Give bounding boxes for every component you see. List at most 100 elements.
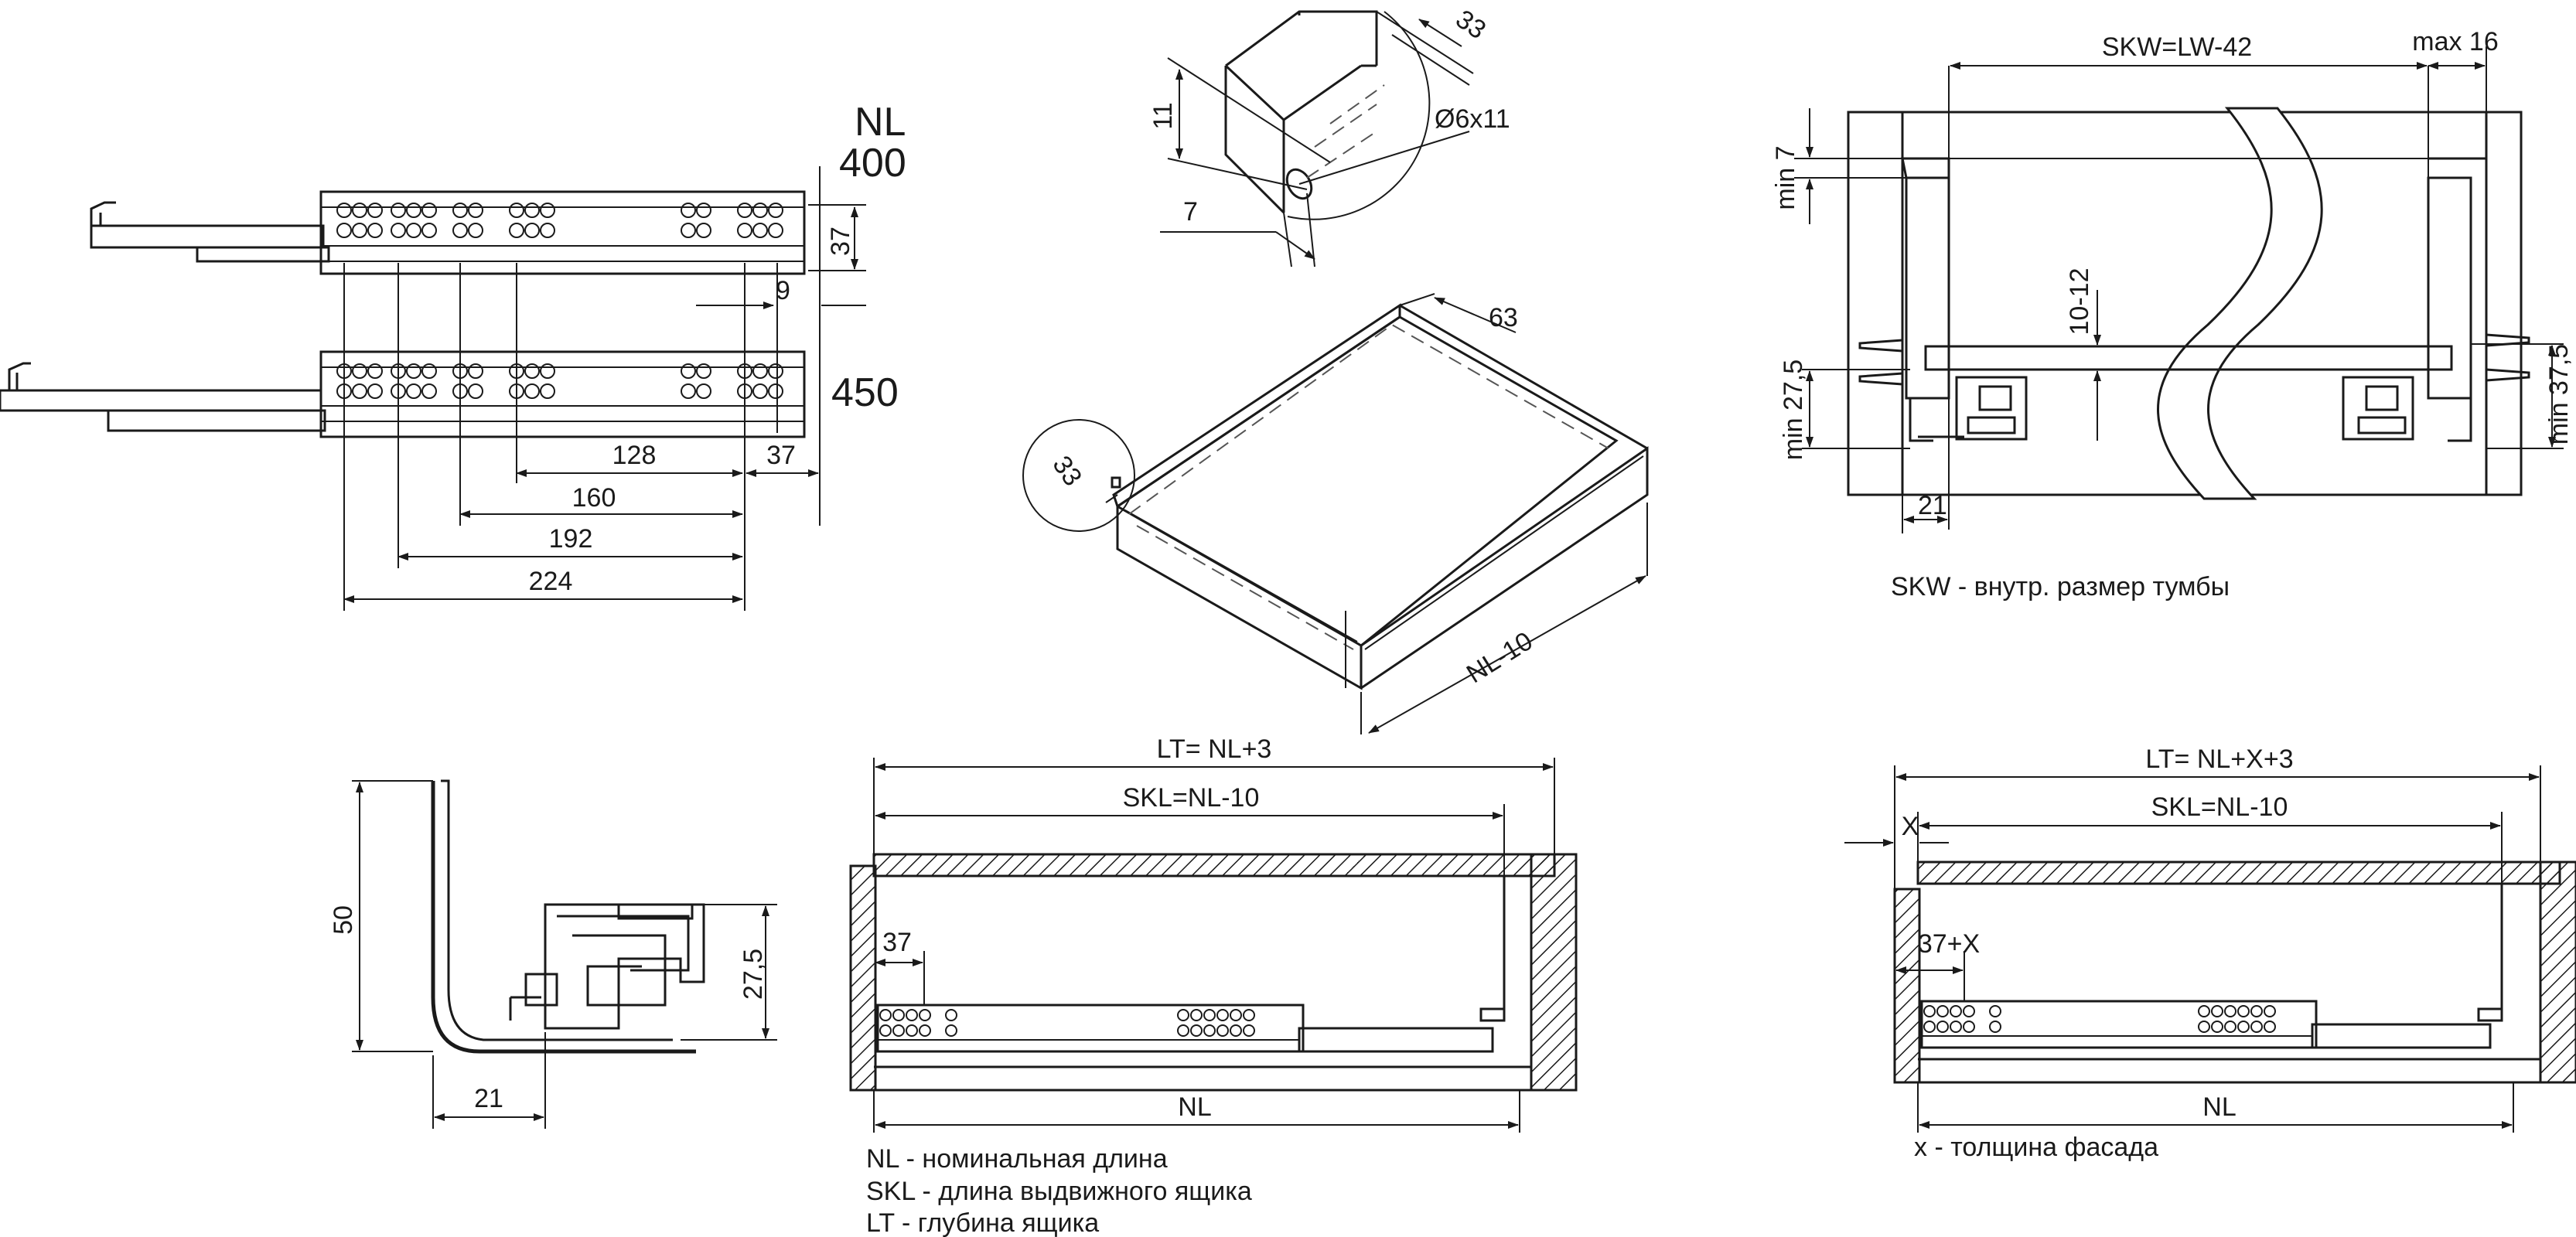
mounting-hole [406,363,421,379]
mounting-hole [768,363,783,379]
mounting-hole [1963,1005,1975,1017]
lt-a: LT= NL+3 [1157,734,1272,764]
section-b: LT= NL+X+3 SKL=NL-10 X 37+X NL x - толщи… [1844,745,2576,1162]
screw-icon [1858,339,1904,353]
mounting-hole [524,363,540,379]
mounting-hole [367,383,383,399]
mounting-hole [2264,1005,2276,1017]
dim-37-side: 37 [766,441,796,470]
mounting-hole [468,203,483,218]
mounting-hole [468,363,483,379]
mounting-hole [879,1024,892,1037]
min-7-label: min 7 [1771,145,1800,210]
mounting-hole [1177,1024,1189,1037]
mounting-hole [421,383,437,399]
dim-33-detail: 33 [1450,4,1491,45]
min-27-5-label: min 27,5 [1779,360,1808,460]
mounting-hole [892,1024,905,1037]
mounting-hole [336,223,352,238]
mounting-hole [336,203,352,218]
mounting-hole [1950,1021,1962,1033]
mounting-hole [1936,1021,1949,1033]
section-a: LT= NL+3 SKL=NL-10 37 NL [849,734,1578,1133]
mounting-hole [681,363,696,379]
mounting-hole [509,223,524,238]
dim-192: 192 [549,524,593,554]
mounting-hole [768,383,783,399]
mounting-hole [540,383,555,399]
dim-33-circle: 33 [1046,451,1087,492]
mounting-hole [892,1009,905,1021]
mounting-hole [1216,1009,1229,1021]
lt-b: LT= NL+X+3 [2145,745,2293,774]
mounting-hole [945,1024,957,1037]
mounting-hole [367,203,383,218]
dim-11: 11 [1148,102,1178,129]
dim-21-cabinet: 21 [1918,491,1947,520]
mounting-hole [421,223,437,238]
mounting-hole [2211,1021,2223,1033]
dim-nl-minus-10: NL-10 [1462,626,1538,689]
mounting-hole [1203,1024,1216,1037]
mounting-hole [540,363,555,379]
legend: NL - номинальная длина SKL - длина выдви… [866,1144,1252,1237]
dim-63: 63 [1489,303,1518,332]
mounting-hole [524,383,540,399]
mounting-hole [945,1009,957,1021]
mounting-hole [919,1009,931,1021]
mounting-hole [1936,1005,1949,1017]
dim-224: 224 [529,567,573,596]
screw-icon [2485,333,2530,347]
lt-definition: LT - глубина ящика [866,1208,1099,1237]
mounting-hole [737,223,752,238]
mounting-hole [1963,1021,1975,1033]
dim-128: 128 [612,441,657,470]
dim-27-5-profile: 27,5 [739,949,768,1000]
range-10-12-label: 10-12 [2065,268,2094,336]
runner-450 [0,350,806,438]
mounting-hole [2198,1005,2210,1017]
cabinet-section: SKW=LW-42 max 16 min 7 10-12 min 27,5 mi… [1771,27,2574,601]
runner-profile: 50 27,5 21 [329,779,777,1129]
mounting-hole [1203,1009,1216,1021]
mounting-hole [2224,1005,2237,1017]
drawer-isometric: 63 33 NL-10 [1022,293,1649,734]
mounting-hole [352,203,367,218]
mounting-hole [540,223,555,238]
runner-400 [90,190,806,275]
mounting-hole [2198,1021,2210,1033]
dim-37-a: 37 [882,928,912,957]
mounting-hole [768,223,783,238]
mounting-hole [1243,1009,1255,1021]
nl-a: NL [1178,1092,1211,1122]
skl-definition: SKL - длина выдвижного ящика [866,1177,1252,1206]
length-400: 400 [839,141,906,186]
mounting-hole [1923,1021,1936,1033]
dim-9: 9 [776,276,790,305]
mounting-hole [879,1009,892,1021]
skw-note: SKW - внутр. размер тумбы [1891,572,2230,601]
mounting-hole [752,203,768,218]
mounting-hole [737,203,752,218]
mounting-hole [2250,1005,2263,1017]
mounting-hole [696,383,711,399]
mounting-hole [1923,1005,1936,1017]
mounting-hole [696,203,711,218]
mounting-hole [468,223,483,238]
mounting-hole [452,223,468,238]
mounting-hole [406,203,421,218]
mounting-hole [768,203,783,218]
dim-37-top: 37 [826,227,855,256]
mounting-hole [2224,1021,2237,1033]
mounting-hole [752,363,768,379]
dim-160: 160 [572,483,616,513]
mounting-hole [406,383,421,399]
mounting-hole [1989,1021,2001,1033]
mounting-hole [1190,1009,1203,1021]
skl-b: SKL=NL-10 [2151,792,2288,822]
mounting-hole [421,363,437,379]
mounting-hole [2237,1021,2250,1033]
mounting-hole [367,223,383,238]
mounting-hole [752,223,768,238]
mounting-hole [696,223,711,238]
